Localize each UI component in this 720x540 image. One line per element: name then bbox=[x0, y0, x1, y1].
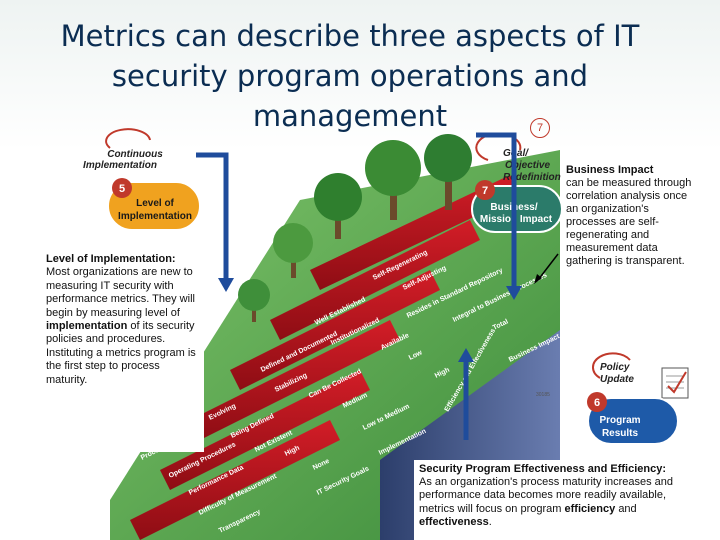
slide-number: 7 bbox=[530, 118, 550, 138]
level-body-1: Most organizations are new to measuring … bbox=[46, 266, 195, 319]
level-body-2: of its security policies and procedures.… bbox=[46, 320, 196, 386]
program-results-circle: 6 Program Results bbox=[587, 392, 679, 445]
svg-text:Level of: Level of bbox=[136, 198, 174, 209]
svg-text:Redefinition: Redefinition bbox=[503, 172, 561, 183]
step-row-2 bbox=[160, 370, 370, 490]
level-of-implementation-circle: 5 Level of Implementation bbox=[107, 178, 201, 231]
svg-text:7: 7 bbox=[482, 185, 488, 197]
business-body: can be measured through correlation anal… bbox=[566, 177, 692, 267]
svg-text:6: 6 bbox=[594, 397, 600, 409]
effectiveness-end: . bbox=[488, 515, 492, 528]
business-text-background bbox=[562, 160, 702, 296]
step-row-6 bbox=[310, 175, 520, 290]
tree-decoration bbox=[238, 134, 472, 322]
svg-text:Implementation: Implementation bbox=[118, 211, 192, 222]
level-of-implementation-text: Level of Implementation: Most organizati… bbox=[46, 253, 204, 387]
step-row-5 bbox=[270, 220, 480, 340]
continuous-implementation-label: Continuous Implementation bbox=[83, 128, 163, 171]
effectiveness-heading: Security Program Effectiveness and Effic… bbox=[419, 463, 666, 475]
step-row-4 bbox=[230, 270, 440, 390]
title-background bbox=[0, 0, 720, 150]
svg-text:5: 5 bbox=[119, 183, 125, 195]
blue-arrows bbox=[196, 132, 522, 440]
business-heading: Business Impact bbox=[566, 164, 654, 176]
svg-text:Program: Program bbox=[599, 415, 640, 426]
effectiveness-mid: and bbox=[618, 502, 637, 515]
svg-text:Objective: Objective bbox=[505, 160, 550, 171]
svg-text:Continuous: Continuous bbox=[107, 149, 163, 160]
svg-text:Update: Update bbox=[600, 374, 634, 385]
step-row-1 bbox=[130, 420, 340, 540]
effectiveness-emphasis-1: efficiency bbox=[564, 502, 616, 515]
effectiveness-text-background bbox=[414, 460, 704, 540]
effectiveness-body-1: As an organization's process maturity in… bbox=[419, 476, 674, 515]
business-mission-impact-circle: 7 Business/ Mission Impact bbox=[471, 180, 563, 233]
level-emphasis: implementation bbox=[46, 320, 128, 333]
effectiveness-emphasis-2: effectiveness bbox=[419, 515, 489, 528]
stair-steps bbox=[130, 175, 520, 540]
page-title: Metrics can describe three aspects of IT… bbox=[60, 19, 640, 133]
level-heading: Level of Implementation: bbox=[46, 253, 176, 265]
policy-update-label: Policy Update bbox=[591, 352, 689, 399]
pointer-arrow bbox=[534, 253, 559, 284]
business-impact-text: Business Impact can be measured through … bbox=[566, 164, 696, 268]
level-text-background bbox=[44, 252, 204, 452]
effectiveness-text: Security Program Effectiveness and Effic… bbox=[419, 463, 701, 529]
svg-text:Results: Results bbox=[602, 428, 639, 439]
svg-text:Implementation: Implementation bbox=[83, 160, 157, 171]
step-row-3 bbox=[190, 320, 400, 440]
svg-text:Policy: Policy bbox=[600, 362, 630, 373]
image-credit: 30185 bbox=[536, 392, 550, 398]
